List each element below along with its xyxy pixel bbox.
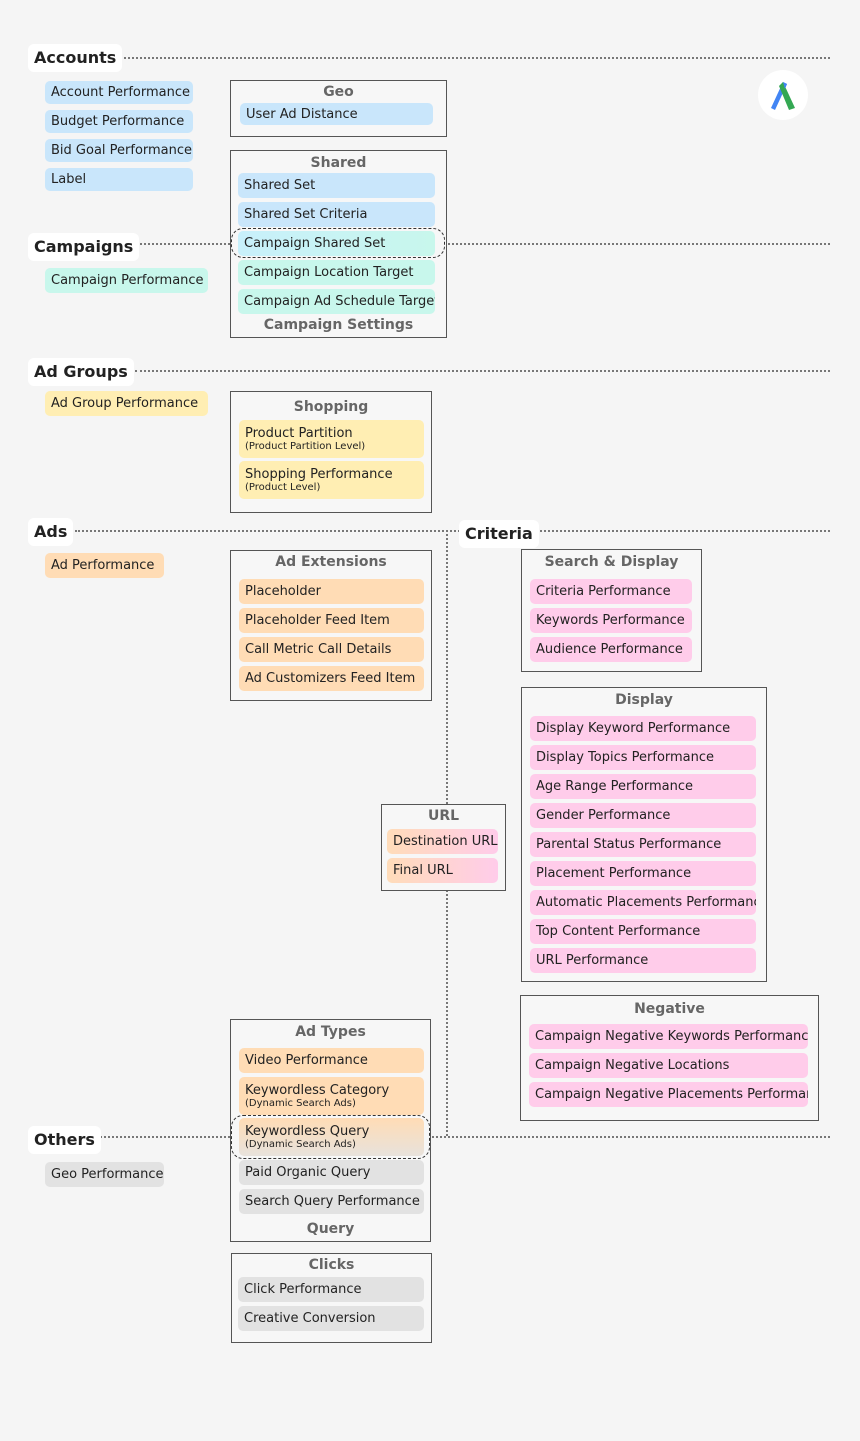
shared-group: Shared Shared Set Shared Set Criteria Ca… (230, 150, 447, 338)
report-age-range-performance[interactable]: Age Range Performance (530, 774, 756, 799)
report-keywordless-category[interactable]: Keywordless Category (Dynamic Search Ads… (239, 1077, 424, 1115)
report-user-ad-distance[interactable]: User Ad Distance (240, 103, 433, 125)
report-placement-performance[interactable]: Placement Performance (530, 861, 756, 886)
keywordless-category-sub: (Dynamic Search Ads) (245, 1097, 356, 1109)
campaigns-divider (140, 243, 830, 245)
report-shopping-performance[interactable]: Shopping Performance (Product Level) (239, 461, 424, 499)
clicks-title: Clicks (308, 1257, 355, 1273)
shopping-title: Shopping (293, 399, 369, 415)
ad-types-title: Ad Types (295, 1024, 366, 1040)
query-label: Query (306, 1221, 355, 1237)
display-group: Display Display Keyword Performance Disp… (521, 687, 767, 982)
report-call-metric-call-details[interactable]: Call Metric Call Details (239, 637, 424, 662)
report-automatic-placements-performance[interactable]: Automatic Placements Performance (530, 890, 756, 915)
report-campaign-negative-locations[interactable]: Campaign Negative Locations (529, 1053, 808, 1078)
shopping-performance-sub: (Product Level) (245, 481, 321, 493)
accounts-divider (120, 57, 830, 59)
report-keywordless-query[interactable]: Keywordless Query (Dynamic Search Ads) (239, 1118, 424, 1156)
report-gender-performance[interactable]: Gender Performance (530, 803, 756, 828)
ads-divider (75, 530, 460, 532)
negative-title: Negative (634, 1001, 705, 1017)
display-title: Display (615, 692, 673, 708)
ad-extensions-title: Ad Extensions (275, 554, 387, 570)
keywordless-query-label: Keywordless Query (245, 1123, 370, 1139)
report-placeholder-feed-item[interactable]: Placeholder Feed Item (239, 608, 424, 633)
report-click-performance[interactable]: Click Performance (238, 1277, 424, 1302)
google-ads-logo-icon (758, 70, 808, 120)
ad-extensions-group: Ad Extensions Placeholder Placeholder Fe… (230, 550, 432, 701)
report-video-performance[interactable]: Video Performance (239, 1048, 424, 1073)
report-placeholder[interactable]: Placeholder (239, 579, 424, 604)
report-account-performance[interactable]: Account Performance (45, 81, 193, 104)
report-ad-performance[interactable]: Ad Performance (45, 553, 164, 578)
search-query-performance-label: Search Query Performance (245, 1194, 420, 1209)
report-final-url[interactable]: Final URL (387, 858, 498, 883)
report-shared-set[interactable]: Shared Set (238, 173, 435, 198)
report-campaign-ad-schedule-target[interactable]: Campaign Ad Schedule Target (238, 289, 435, 314)
search-display-group: Search & Display Criteria Performance Ke… (521, 549, 702, 672)
search-display-title: Search & Display (544, 554, 679, 570)
campaign-settings-label: Campaign Settings (263, 317, 414, 333)
report-campaign-shared-set[interactable]: Campaign Shared Set (238, 231, 435, 256)
product-partition-sub: (Product Partition Level) (245, 440, 366, 452)
geo-title: Geo (323, 84, 354, 100)
report-ad-group-performance[interactable]: Ad Group Performance (45, 391, 208, 416)
ad-types-group: Ad Types Video Performance Keywordless C… (230, 1019, 431, 1242)
section-accounts: Accounts (28, 44, 123, 72)
negative-group: Negative Campaign Negative Keywords Perf… (520, 995, 819, 1121)
report-top-content-performance[interactable]: Top Content Performance (530, 919, 756, 944)
report-display-topics-performance[interactable]: Display Topics Performance (530, 745, 756, 770)
report-paid-organic-query[interactable]: Paid Organic Query (239, 1160, 424, 1185)
report-creative-conversion[interactable]: Creative Conversion (238, 1306, 424, 1331)
url-group: URL Destination URL Final URL (381, 804, 506, 891)
report-search-query-performance[interactable]: Search Query Performance (239, 1189, 424, 1214)
report-url-performance[interactable]: URL Performance (530, 948, 756, 973)
report-ad-customizers-feed-item[interactable]: Ad Customizers Feed Item (239, 666, 424, 691)
report-display-keyword-performance[interactable]: Display Keyword Performance (530, 716, 756, 741)
section-criteria: Criteria (459, 520, 539, 548)
report-budget-performance[interactable]: Budget Performance (45, 110, 193, 133)
others-divider (100, 1136, 830, 1138)
section-ad-groups: Ad Groups (28, 358, 134, 386)
report-product-partition[interactable]: Product Partition (Product Partition Lev… (239, 420, 424, 458)
shopping-group: Shopping Product Partition (Product Part… (230, 391, 432, 513)
ad-groups-divider (135, 370, 830, 372)
report-audience-performance[interactable]: Audience Performance (530, 637, 692, 662)
section-campaigns: Campaigns (28, 233, 140, 261)
section-ads: Ads (28, 518, 74, 546)
paid-organic-query-label: Paid Organic Query (245, 1165, 371, 1180)
shared-title: Shared (310, 155, 367, 171)
keywordless-category-label: Keywordless Category (245, 1082, 390, 1098)
section-others: Others (28, 1126, 101, 1154)
video-performance-label: Video Performance (245, 1053, 368, 1068)
report-geo-performance[interactable]: Geo Performance (45, 1162, 164, 1187)
report-parental-status-performance[interactable]: Parental Status Performance (530, 832, 756, 857)
report-label[interactable]: Label (45, 168, 193, 191)
report-criteria-performance[interactable]: Criteria Performance (530, 579, 692, 604)
report-campaign-negative-keywords-performance[interactable]: Campaign Negative Keywords Performance (529, 1024, 808, 1049)
report-bid-goal-performance[interactable]: Bid Goal Performance (45, 139, 193, 162)
report-destination-url[interactable]: Destination URL (387, 829, 498, 854)
criteria-divider (535, 530, 830, 532)
campaign-shared-set-highlight (231, 228, 445, 258)
keywordless-query-sub: (Dynamic Search Ads) (245, 1138, 356, 1150)
report-shared-set-criteria[interactable]: Shared Set Criteria (238, 202, 435, 227)
clicks-group: Clicks Click Performance Creative Conver… (231, 1253, 432, 1343)
report-keywords-performance[interactable]: Keywords Performance (530, 608, 692, 633)
url-title: URL (427, 808, 460, 824)
report-campaign-performance[interactable]: Campaign Performance (45, 268, 208, 293)
report-campaign-location-target[interactable]: Campaign Location Target (238, 260, 435, 285)
shopping-performance-label: Shopping Performance (245, 466, 393, 482)
report-campaign-negative-placements-performance[interactable]: Campaign Negative Placements Performance (529, 1082, 808, 1107)
keywordless-query-highlight (231, 1115, 430, 1159)
product-partition-label: Product Partition (245, 425, 353, 441)
geo-group: Geo User Ad Distance (230, 80, 447, 137)
